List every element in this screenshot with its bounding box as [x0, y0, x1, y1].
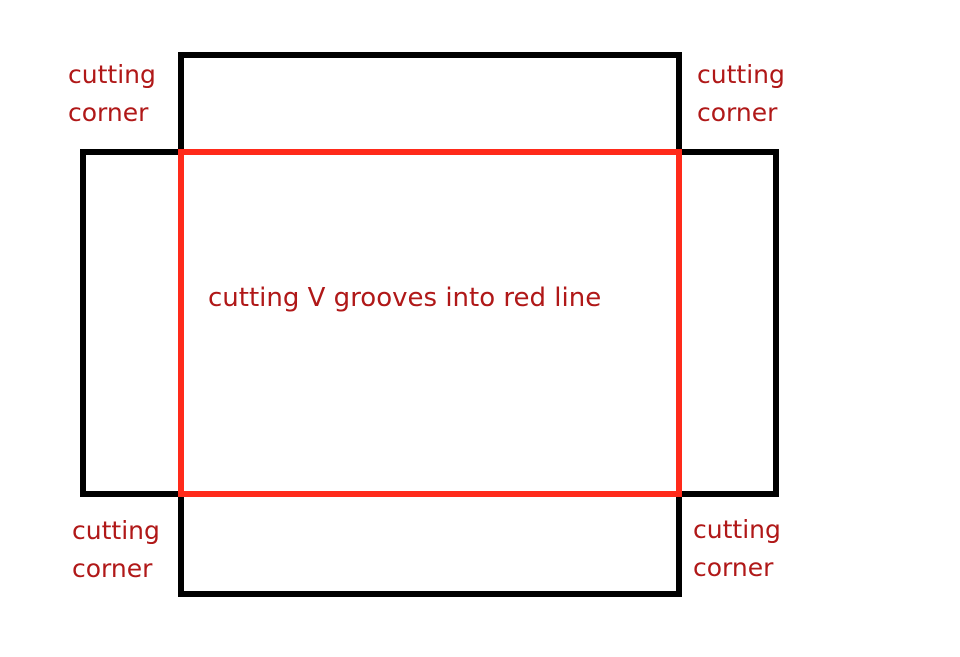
cutting-corner-label-top-right: cutting corner: [697, 56, 785, 132]
label-line: cutting: [68, 60, 156, 89]
v-groove-red-line: [178, 149, 682, 497]
v-groove-instruction-label: cutting V grooves into red line: [208, 283, 602, 313]
cutting-corner-label-top-left: cutting corner: [68, 56, 156, 132]
label-line: corner: [68, 98, 149, 127]
label-line: cutting: [697, 60, 785, 89]
label-line: corner: [72, 554, 153, 583]
cutting-corner-label-bottom-right: cutting corner: [693, 511, 781, 587]
label-line: cutting: [693, 515, 781, 544]
label-line: corner: [697, 98, 778, 127]
label-line: cutting: [72, 516, 160, 545]
label-line: corner: [693, 553, 774, 582]
cutting-corner-label-bottom-left: cutting corner: [72, 512, 160, 588]
box-net-outline: [80, 52, 779, 597]
